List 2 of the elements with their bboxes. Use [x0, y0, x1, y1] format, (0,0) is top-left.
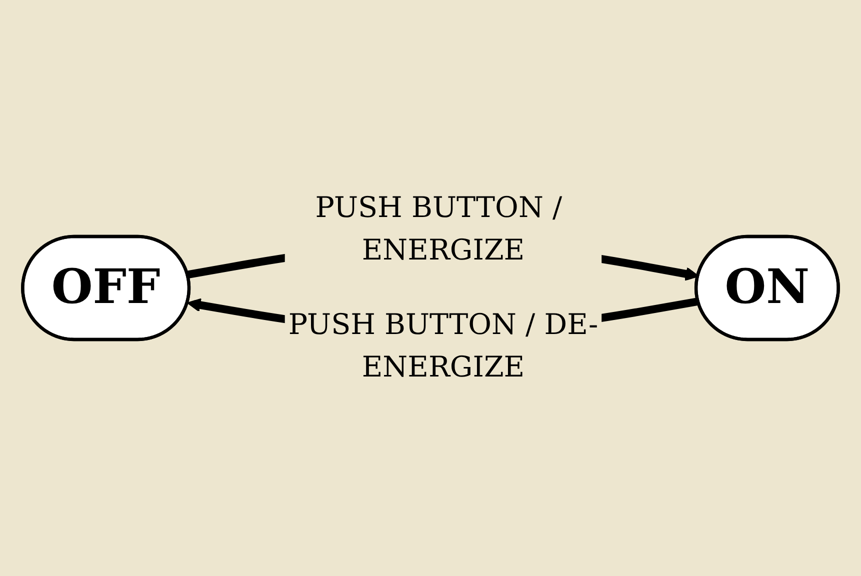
edge-label: PUSH BUTTON / ENERGIZE [315, 191, 562, 268]
edge-label: PUSH BUTTON / DE-ENERGIZE [288, 308, 598, 385]
